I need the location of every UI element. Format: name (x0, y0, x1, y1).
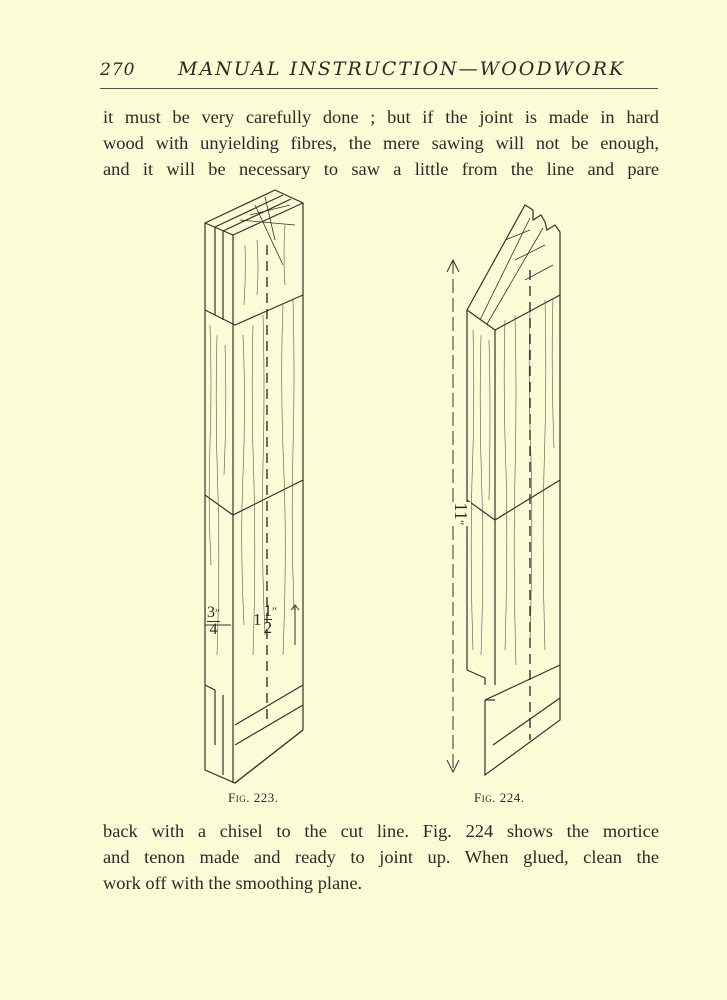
figure-224-drawing (446, 204, 561, 777)
paragraph-bottom: back with a chisel to the cut line. Fig.… (103, 818, 659, 896)
running-header: 270 MANUAL INSTRUCTION—WOODWORK (100, 58, 658, 89)
running-title: MANUAL INSTRUCTION—WOODWORK (178, 58, 626, 80)
figure-224-caption: Fig. 224. (474, 790, 525, 805)
text-line: back with a chisel to the cut line. Fig.… (103, 821, 659, 841)
page-number: 270 (100, 60, 136, 80)
dimension-eleven: 11″ (435, 502, 471, 526)
text-line: wood with unyielding fibres, the mere sa… (103, 133, 659, 153)
figure-223-drawing (204, 189, 304, 784)
dimension-three-quarter: 3″ 4 (207, 604, 220, 638)
text-line: and it will be necessary to saw a little… (103, 159, 659, 179)
dimension-one-and-half: 1 1 2 ″ (253, 601, 277, 637)
text-line: and tenon made and ready to joint up. Wh… (103, 847, 659, 867)
figure-223-caption: Fig. 223. (228, 790, 279, 805)
text-line: it must be very carefully done ; but if … (103, 107, 659, 127)
figure-223: 3″ 4 1 1 2 ″ (195, 185, 320, 790)
text-line: work off with the smoothing plane. (103, 873, 363, 893)
paragraph-top: it must be very carefully done ; but if … (103, 104, 659, 182)
figure-224: 11″ (435, 200, 565, 780)
